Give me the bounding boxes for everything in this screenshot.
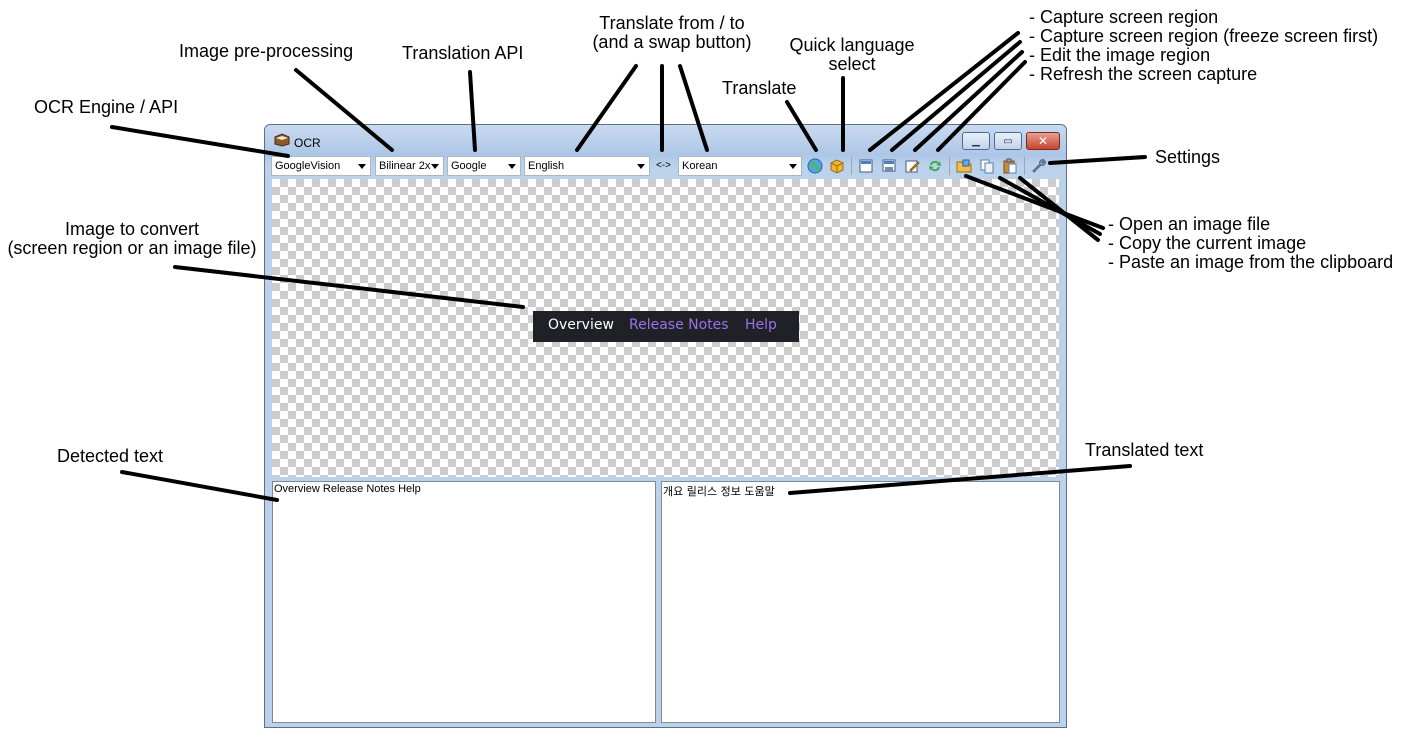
capture-freeze-button[interactable] (880, 157, 898, 175)
edit-region-button[interactable] (903, 157, 921, 175)
annotation-translation-api: Translation API (402, 43, 524, 63)
annotation-detected-text: Detected text (57, 446, 164, 466)
annotation-line: - Refresh the screen capture (1029, 64, 1258, 84)
minimize-icon: ▁ (972, 135, 980, 147)
annotation-line: - Capture screen region (1029, 7, 1219, 27)
maximize-icon: ▭ (1003, 135, 1013, 147)
annotation-line: Image to convert (64, 219, 200, 239)
chevron-down-icon (637, 164, 645, 169)
captured-image: Overview Release Notes Help (533, 311, 799, 342)
from-language-select[interactable]: English (524, 156, 650, 176)
book-icon (274, 133, 290, 147)
annotation-settings: Settings (1155, 147, 1221, 167)
annotation-line: (screen region or an image file) (7, 238, 257, 258)
image-text-help: Help (745, 317, 777, 333)
window-title: OCR (294, 136, 321, 150)
image-text-overview: Overview (548, 317, 614, 333)
annotation-line: - Capture screen region (freeze screen f… (1029, 26, 1379, 46)
translate-button[interactable] (806, 157, 824, 175)
title-bar[interactable]: OCR ▁ ▭ ✕ (265, 125, 1066, 155)
annotation-ocr-engine: OCR Engine / API (34, 97, 179, 117)
annotation-line: - Open an image file (1108, 214, 1271, 234)
capture-region-icon (859, 159, 873, 173)
annotation-line: (and a swap button) (592, 32, 752, 52)
annotation-line: - Edit the image region (1029, 45, 1211, 65)
edit-region-icon (905, 160, 920, 173)
chevron-down-icon (358, 164, 366, 169)
settings-wrench-icon (1032, 159, 1046, 173)
copy-icon (980, 159, 994, 174)
close-button[interactable]: ✕ (1026, 132, 1060, 150)
translate-globe-icon (807, 158, 823, 174)
annotation-file-ops: - Open an image file - Copy the current … (1108, 215, 1393, 272)
minimize-button[interactable]: ▁ (962, 132, 990, 150)
annotation-preprocessing: Image pre-processing (179, 41, 354, 61)
refresh-capture-button[interactable] (926, 157, 944, 175)
annotation-line: Quick language (789, 35, 915, 55)
pointer-ocr-engine (110, 125, 290, 158)
settings-button[interactable] (1030, 157, 1048, 175)
paste-icon (1003, 158, 1017, 174)
open-folder-icon (956, 159, 972, 173)
from-language-value: English (528, 160, 565, 172)
annotation-line: select (828, 54, 876, 74)
annotation-translate-from-to: Translate from / to (and a swap button) (580, 14, 764, 52)
translation-api-value: Google (451, 160, 487, 172)
annotation-image-to-convert: Image to convert (screen region or an im… (0, 220, 264, 258)
chevron-down-icon (789, 164, 797, 169)
annotation-quick-language: Quick language select (776, 36, 928, 74)
to-language-value: Korean (682, 160, 718, 172)
copy-image-button[interactable] (978, 157, 996, 175)
ocr-engine-select[interactable]: GoogleVision (271, 156, 371, 176)
translation-api-select[interactable]: Google (447, 156, 521, 176)
paste-image-button[interactable] (1001, 157, 1019, 175)
image-canvas[interactable]: Overview Release Notes Help (272, 179, 1059, 477)
annotation-line: Translate from / to (599, 13, 745, 33)
swap-languages-button[interactable]: <-> (656, 160, 672, 171)
quick-language-button[interactable] (828, 157, 846, 175)
annotation-line: - Paste an image from the clipboard (1108, 252, 1394, 272)
quick-language-box-icon (830, 159, 844, 174)
image-text-release-notes: Release Notes (629, 317, 729, 333)
preprocess-select[interactable]: Bilinear 2x (375, 156, 444, 176)
annotation-capture: - Capture screen region - Capture screen… (1029, 8, 1378, 84)
capture-freeze-icon (882, 159, 896, 172)
toolbar-separator (949, 157, 950, 175)
toolbar-separator (851, 157, 852, 175)
preprocess-value: Bilinear 2x (379, 160, 431, 172)
chevron-down-icon (508, 164, 516, 169)
ocr-window: OCR ▁ ▭ ✕ GoogleVision Bilinear 2x Googl… (264, 124, 1067, 728)
to-language-select[interactable]: Korean (678, 156, 802, 176)
maximize-button[interactable]: ▭ (994, 132, 1022, 150)
translated-text-box[interactable]: 개요 릴리스 정보 도움말 (661, 481, 1060, 723)
annotation-line: - Copy the current image (1108, 233, 1307, 253)
toolbar-separator (1024, 157, 1025, 175)
detected-text-box[interactable]: Overview Release Notes Help (272, 481, 656, 723)
refresh-icon (929, 160, 941, 172)
toolbar: GoogleVision Bilinear 2x Google English … (271, 155, 1060, 179)
chevron-down-icon (431, 164, 439, 169)
capture-region-button[interactable] (857, 157, 875, 175)
ocr-engine-value: GoogleVision (275, 160, 341, 172)
pointer-detected-text (120, 470, 279, 502)
open-image-button[interactable] (955, 157, 973, 175)
annotation-translate: Translate (722, 78, 797, 98)
annotation-translated-text: Translated text (1085, 440, 1204, 460)
close-icon: ✕ (1037, 134, 1049, 148)
